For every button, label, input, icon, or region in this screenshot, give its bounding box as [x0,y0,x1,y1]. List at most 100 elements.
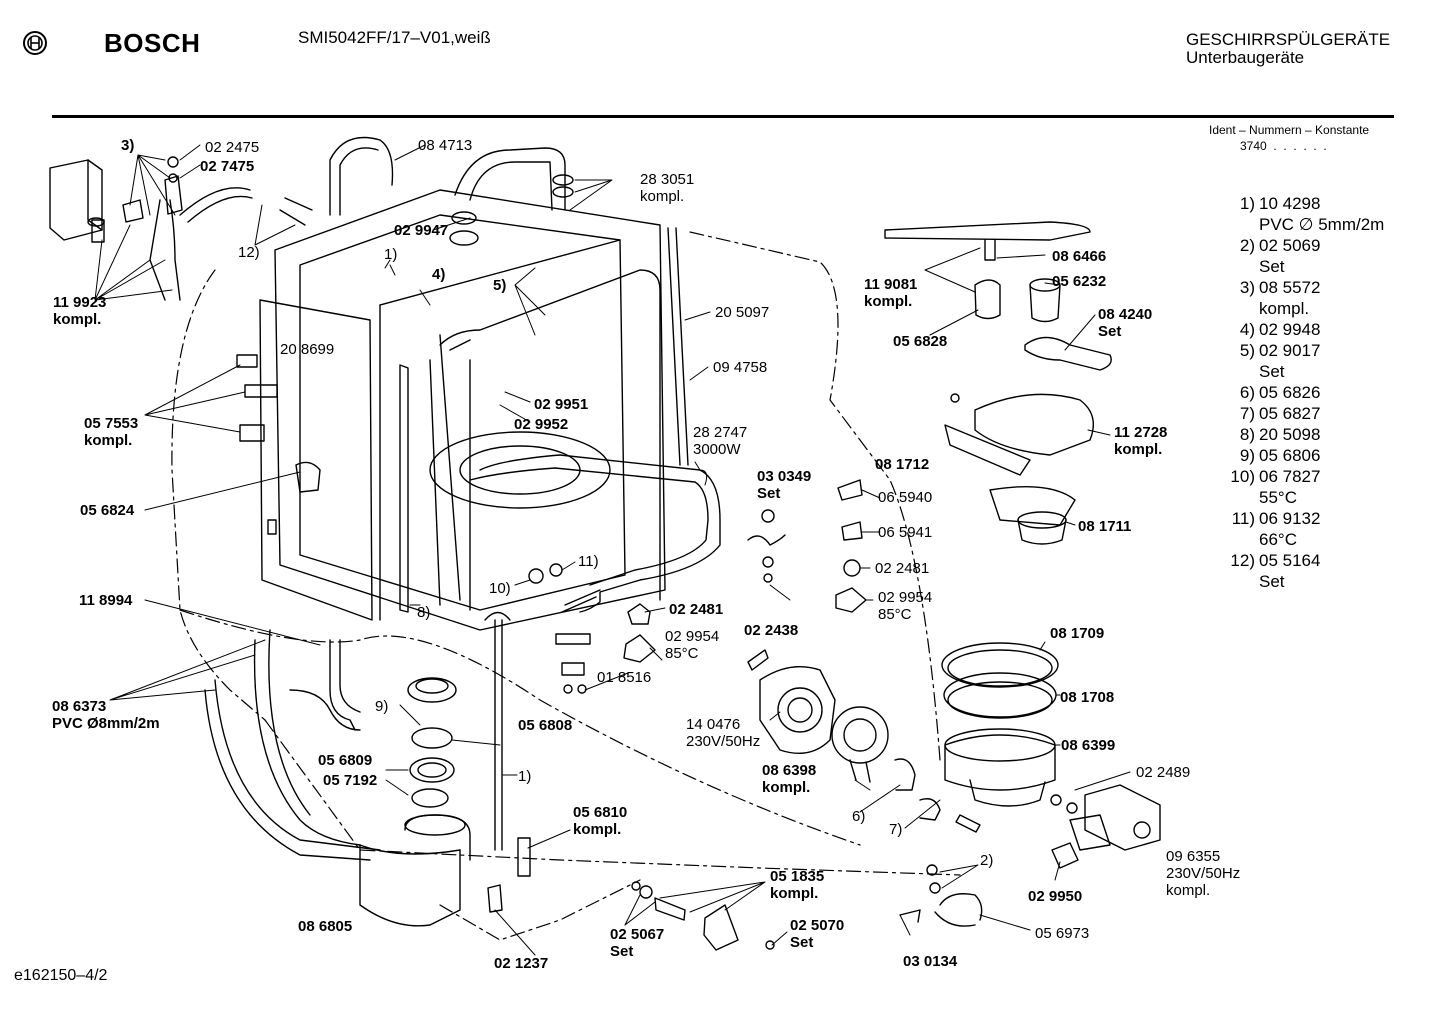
thermostats-center [484,563,656,851]
legend-row: Set [1200,571,1384,592]
ident-heading: Ident – Nummern – Konstante [1209,123,1370,137]
part-callout: 08 6399 [1061,737,1116,754]
legend-number: 12) [1230,551,1255,570]
part-callout: 11) [578,553,599,570]
part-callout: 08 1712 [875,456,930,473]
legend-row: 6)05 6826 [1200,382,1384,403]
legend-row: 10)06 7827 [1200,466,1384,487]
part-callout: 05 6828 [893,333,948,350]
legend-row: kompl. [1200,298,1384,319]
inlet-valve [1069,784,1161,851]
legend-text: Set [1259,362,1285,381]
legend-text: Set [1259,257,1285,276]
legend-text: 02 5069 [1259,236,1321,255]
part-callout: 06 5941 [878,524,933,541]
part-callout: 8) [417,604,431,621]
bosch-logo-icon [23,31,47,55]
part-callout: 05 7553 kompl. [84,415,139,449]
legend-text: 20 5098 [1259,425,1321,444]
part-callout: 1) [518,768,532,785]
part-callout: 7) [889,821,903,838]
legend-row: 12)05 5164 [1200,550,1384,571]
filter-rings [941,642,1059,719]
left-small-parts [236,354,321,535]
part-callout: 05 6232 [1052,273,1107,290]
legend-row: 8)20 5098 [1200,424,1384,445]
part-callout: 28 2747 3000W [693,424,748,458]
part-callout: 02 2481 [875,560,930,577]
legend-number: 2) [1239,236,1255,255]
part-callout: 02 2475 [205,139,260,156]
part-callout: 09 4758 [713,359,768,376]
part-callout: 08 1711 [1078,518,1132,535]
legend-number: 5) [1239,341,1255,360]
part-callout: 08 4240 Set [1098,306,1153,340]
part-callout: 08 6466 [1052,248,1107,265]
legend-text: 06 9132 [1259,509,1321,528]
part-callout: 08 1708 [1060,689,1115,706]
legend-number: 11) [1231,509,1255,528]
legend-text: 05 6826 [1259,383,1321,402]
inlet-hose [899,842,1079,927]
part-callout: 02 2489 [1136,764,1191,781]
legend-text: 08 5572 [1259,278,1321,297]
filter-assembly [944,393,1094,545]
heater-element [469,454,721,613]
part-callout: 6) [852,808,866,825]
legend-text: kompl. [1259,299,1310,318]
legend-row: Set [1200,361,1384,382]
part-callout: 05 6824 [80,502,135,519]
legend-row: 11)06 9132 [1200,508,1384,529]
legend-text: 02 9948 [1259,320,1321,339]
legend-number: 3) [1239,278,1255,297]
legend-number: 8) [1239,425,1255,444]
part-callout: 5) [493,277,507,294]
part-callout: 09 6355 230V/50Hz kompl. [1166,848,1241,899]
legend-number [1200,256,1259,277]
part-callout: 10) [489,580,511,597]
part-callout: 05 6973 [1035,925,1090,942]
part-callout: 11 8994 [79,592,133,609]
dishwasher-tub [259,189,666,631]
sump-pump [359,677,471,927]
legend-text: 10 4298 [1259,194,1321,213]
legend-row: 5)02 9017 [1200,340,1384,361]
legend-number [1200,529,1259,550]
part-callout: 02 9947 [394,222,449,239]
part-callout: 02 1237 [494,955,549,972]
water-inlet-box [49,156,253,301]
part-callout: 05 6809 [318,752,373,769]
model-number: SMI5042FF/17–V01,weiß [298,28,491,47]
legend-row: 1)10 4298 [1200,193,1384,214]
top-pipe [279,136,574,246]
legend-text: 55°C [1259,488,1297,507]
bottom-small-parts [487,837,775,951]
part-callout: 02 9954 85°C [665,628,720,662]
legend-number [1200,361,1259,382]
center-right-small-parts [747,393,960,671]
legend-row: PVC ∅ 5mm/2m [1200,214,1384,235]
legend-number: 4) [1239,320,1255,339]
part-callout: 11 9923 kompl. [53,294,107,328]
legend-number: 7) [1239,404,1255,423]
legend-text: 05 6827 [1259,404,1321,423]
category-title: GESCHIRRSPÜLGERÄTE [1186,30,1391,49]
legend-row: 4)02 9948 [1200,319,1384,340]
legend-row: 66°C [1200,529,1384,550]
part-callout: 08 1709 [1050,625,1105,642]
legend-text: 05 6806 [1259,446,1321,465]
legend-text: 66°C [1259,530,1297,549]
part-callout: 12) [238,244,260,261]
legend-number: 1) [1239,194,1255,213]
part-callout: 08 4713 [418,137,473,154]
part-callout: 1) [384,246,398,263]
part-callout: 02 2438 [744,622,799,639]
part-callout: 08 6373 PVC Ø8mm/2m [52,698,160,732]
part-callout: 02 2481 [669,601,724,618]
part-callout: 01 8516 [597,669,652,686]
legend-row: Set [1200,256,1384,277]
part-callout: 02 9951 [534,396,589,413]
drain-hose [204,629,381,861]
